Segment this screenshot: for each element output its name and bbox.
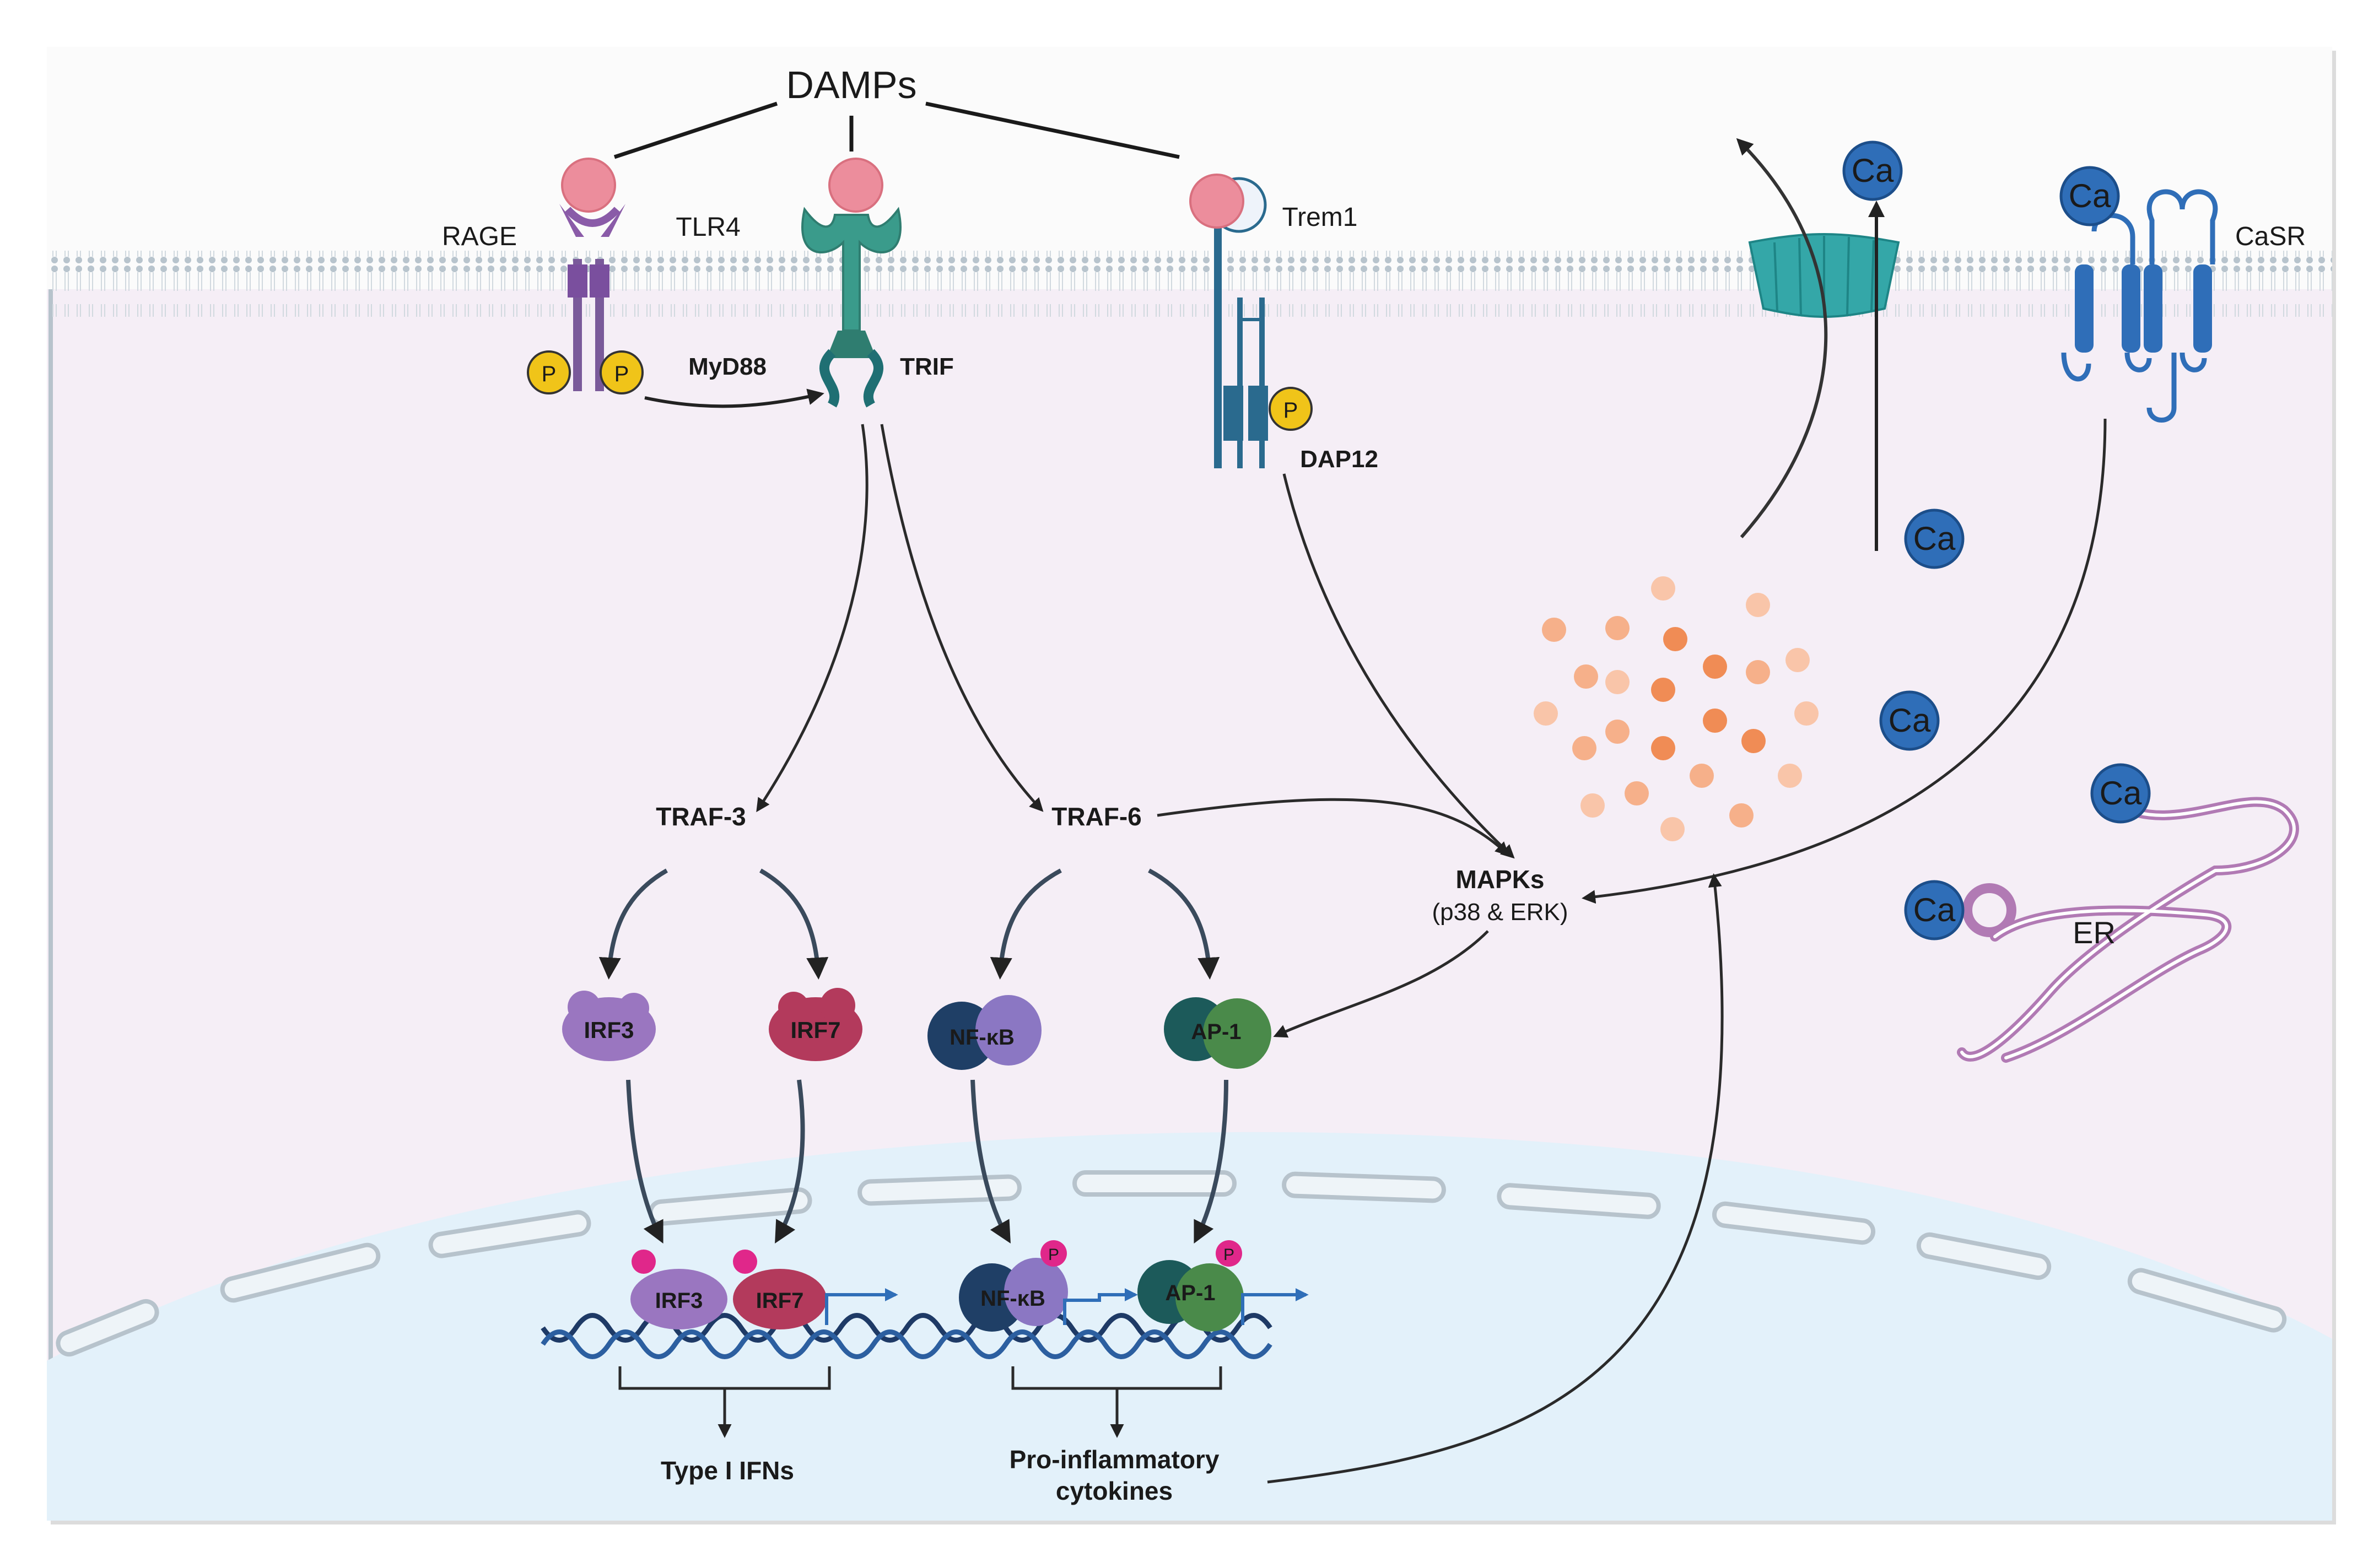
cytokines-label-line2: cytokines	[1056, 1477, 1173, 1505]
myd88-label: MyD88	[688, 353, 767, 380]
svg-text:NF-κB: NF-κB	[950, 1025, 1015, 1050]
trem1-label: Trem1	[1282, 203, 1358, 232]
svg-text:NF-κB: NF-κB	[980, 1286, 1045, 1311]
traf3-label: TRAF-3	[656, 802, 746, 831]
tlr4-receptor	[801, 158, 902, 408]
trif-label: TRIF	[900, 353, 954, 380]
ca-ion-er-1: Ca	[2090, 763, 2151, 824]
casr-helices	[2075, 264, 2212, 353]
tlr4-label: TLR4	[676, 213, 740, 242]
pathway-arrows	[756, 418, 2107, 1484]
svg-text:AP-1: AP-1	[1191, 1020, 1241, 1044]
ca-ion-casr: Ca	[2059, 166, 2120, 226]
svg-text:P: P	[1048, 1246, 1059, 1264]
damp-ligand-tlr4	[828, 158, 883, 213]
svg-text:Ca: Ca	[1889, 702, 1931, 739]
transcription-start-arrows	[825, 1288, 1309, 1325]
phospho-rage-2-label: P	[614, 362, 629, 386]
mapks-subtitle: (p38 & ERK)	[1432, 899, 1568, 926]
irf7-nuclear: IRF7	[733, 1250, 827, 1329]
svg-text:Ca: Ca	[2100, 775, 2142, 812]
svg-text:IRF3: IRF3	[655, 1289, 703, 1313]
irf3-nuclear: IRF3	[630, 1250, 727, 1329]
rage-label: RAGE	[442, 222, 517, 251]
rage-receptor	[559, 158, 625, 391]
irf7-protein: IRF7	[769, 988, 862, 1061]
type-i-ifns-label: Type I IFNs	[661, 1456, 794, 1485]
svg-text:Ca: Ca	[1913, 891, 1956, 928]
phospho-dap12-label: P	[1283, 398, 1298, 423]
damp-ligand-rage	[561, 158, 616, 213]
cytokines-label-line1: Pro-inflammatory	[1010, 1445, 1220, 1474]
output-brackets	[618, 1366, 1222, 1438]
nuclear-envelope	[56, 1170, 2287, 1357]
ca-ion-extracellular: Ca	[1842, 140, 1903, 201]
svg-text:IRF7: IRF7	[756, 1289, 804, 1313]
mapks-label: MAPKs	[1455, 865, 1544, 894]
arrow-granule-exocytosis	[1736, 138, 1828, 538]
ap1-protein: AP-1	[1164, 997, 1271, 1069]
svg-text:IRF7: IRF7	[790, 1017, 840, 1043]
traf6-label: TRAF-6	[1051, 802, 1142, 831]
phospho-dap12	[1269, 387, 1313, 431]
svg-text:AP-1: AP-1	[1165, 1281, 1215, 1305]
svg-text:IRF3: IRF3	[584, 1017, 634, 1043]
damp-connectors	[613, 101, 1180, 159]
granule-cluster	[1534, 576, 1819, 841]
trem1-receptor	[1189, 174, 1268, 468]
phospho-rage-2	[600, 350, 644, 394]
damps-title: DAMPs	[786, 63, 916, 106]
dap12-label: DAP12	[1300, 446, 1378, 473]
ca-ion-cytosol-1: Ca	[1904, 509, 1965, 569]
ca-ion-cytosol-2: Ca	[1879, 690, 1940, 751]
endoplasmic-reticulum-inner	[1960, 800, 2296, 1059]
er-label: ER	[2073, 915, 2116, 950]
ca-ion-er-2: Ca	[1904, 880, 1965, 940]
svg-text:Ca: Ca	[2069, 177, 2111, 214]
ap1-nuclear: AP-1 P	[1137, 1240, 1244, 1332]
svg-text:Ca: Ca	[1913, 520, 1956, 557]
traf-branch-arrows	[598, 868, 1228, 1244]
svg-text:Ca: Ca	[1852, 152, 1894, 189]
svg-text:P: P	[1223, 1246, 1234, 1264]
damp-ligand-trem1	[1189, 174, 1244, 229]
arrow-rage-to-tlr4	[644, 388, 824, 408]
irf3-protein: IRF3	[562, 991, 656, 1061]
nfkb-nuclear: NF-κB P	[959, 1240, 1068, 1332]
phospho-rage-1	[527, 350, 571, 394]
casr-label: CaSR	[2235, 222, 2306, 251]
plasma-membrane	[47, 251, 2332, 317]
nfkb-protein: NF-κB	[927, 995, 1042, 1070]
calcium-channel	[1748, 233, 1900, 318]
phospho-rage-1-label: P	[542, 362, 557, 386]
